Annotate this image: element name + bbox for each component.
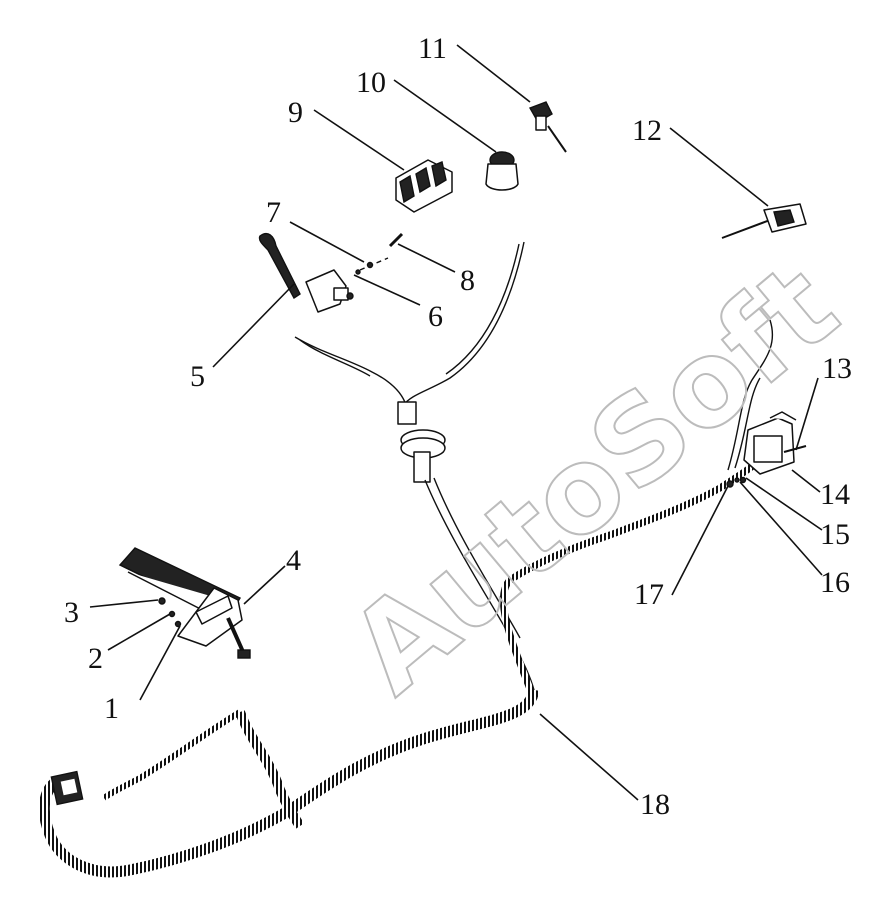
sensor-12 — [721, 203, 807, 239]
connector-14 — [743, 411, 797, 475]
callout-12: 12 — [632, 114, 662, 147]
watermark-text: AutoSoft — [324, 237, 862, 720]
callout-17: 17 — [634, 578, 664, 611]
callout-14: 14 — [820, 478, 850, 511]
callout-11: 11 — [418, 32, 447, 65]
switch-11 — [528, 101, 567, 153]
wiring-harness — [38, 241, 807, 878]
grommet — [397, 401, 446, 483]
harness-end-connector — [50, 770, 84, 806]
callout-7: 7 — [266, 196, 281, 229]
callout-3: 3 — [64, 596, 79, 629]
callout-5: 5 — [190, 360, 205, 393]
callout-labels: 1 2 3 4 5 6 7 8 9 10 11 12 13 14 15 16 1… — [64, 32, 852, 821]
callout-16: 16 — [820, 566, 850, 599]
callout-13: 13 — [822, 352, 852, 385]
leader-lines — [89, 44, 823, 801]
callout-4: 4 — [286, 544, 301, 577]
callout-6: 6 — [428, 300, 443, 333]
relay — [395, 159, 453, 213]
callout-8: 8 — [460, 264, 475, 297]
callout-2: 2 — [88, 642, 103, 675]
accelerator-pedal — [118, 547, 251, 659]
callout-10: 10 — [356, 66, 386, 99]
callout-9: 9 — [288, 96, 303, 129]
throttle-arm — [258, 232, 404, 313]
callout-18: 18 — [640, 788, 670, 821]
callout-15: 15 — [820, 518, 850, 551]
buzzer — [485, 151, 519, 191]
callout-1: 1 — [104, 692, 119, 725]
